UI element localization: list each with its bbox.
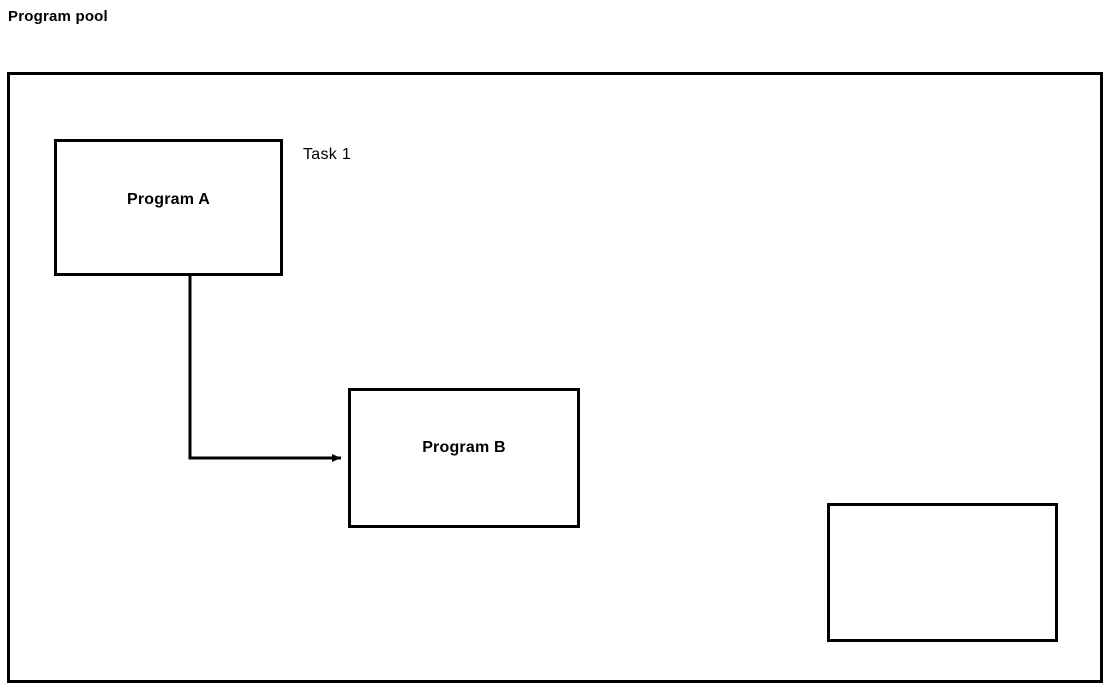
node-program-b[interactable]: Program B — [348, 388, 580, 528]
node-program-a-label: Program A — [126, 190, 210, 208]
task-1-label: Task 1 — [303, 146, 352, 163]
node-empty-slot[interactable] — [827, 503, 1058, 642]
node-program-a[interactable]: Program A — [54, 139, 283, 276]
page-title: Program pool — [8, 8, 108, 25]
node-program-b-label: Program B — [422, 439, 506, 456]
